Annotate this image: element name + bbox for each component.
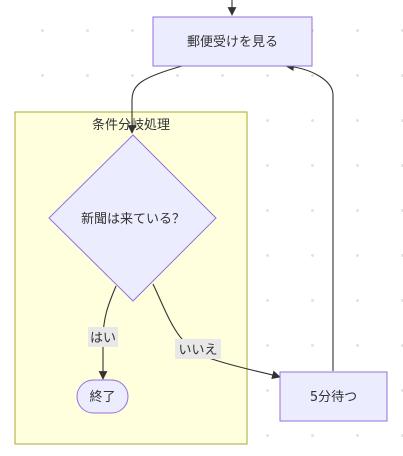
edge-label-yes: はい [88,327,118,347]
node-decision: 新聞は来ている？ [48,134,217,302]
node-check-mailbox: 郵便受けを見る [152,16,313,67]
edge-label-no: いいえ [175,339,221,359]
edge-label-no-text: いいえ [178,343,217,358]
node-check-mailbox-label: 郵便受けを見る [187,35,278,50]
edge-label-yes-text: はい [90,331,116,346]
node-end-label: 終了 [89,389,115,405]
edge-no [152,283,281,380]
node-wait: 5分待つ [279,371,388,422]
node-decision-label: 新聞は来ている？ [81,211,185,227]
subgraph-title: 条件分岐処理 [92,117,170,133]
edge-wait-to-mailbox [285,62,334,371]
edge-mailbox-to-decision [127,65,183,134]
node-wait-label: 5分待つ [310,390,357,405]
node-end: 終了 [76,379,129,414]
